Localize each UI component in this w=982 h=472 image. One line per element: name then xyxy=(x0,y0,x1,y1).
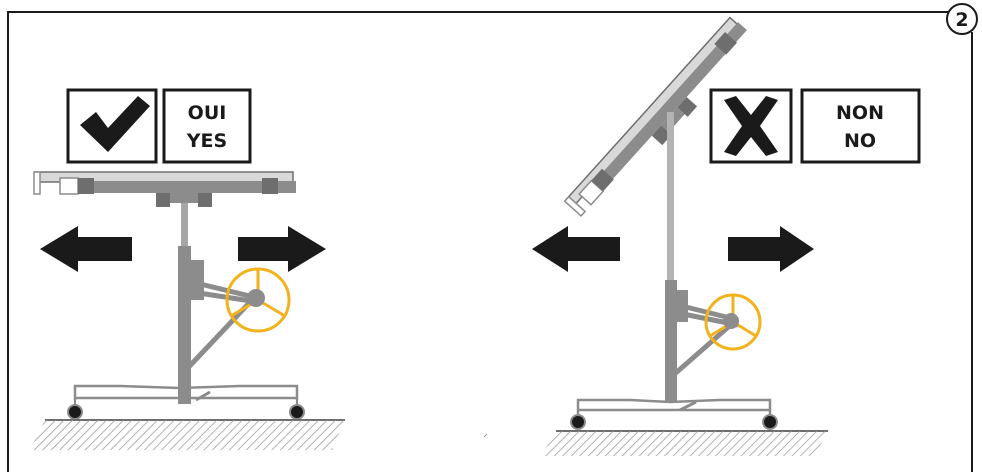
left-arrow-icon xyxy=(40,226,132,272)
outer-frame xyxy=(7,11,973,472)
right-base xyxy=(570,398,778,430)
left-arrow-icon xyxy=(532,226,620,272)
left-mast xyxy=(178,203,204,404)
left-winch-wheel xyxy=(225,267,291,333)
step-number: 2 xyxy=(955,9,968,31)
correct-label-box: OUI YES xyxy=(162,88,252,164)
right-arrow-icon xyxy=(238,226,326,272)
right-arrow-icon xyxy=(728,226,814,272)
cross-icon xyxy=(709,88,793,164)
stray-mark xyxy=(483,433,488,438)
left-base xyxy=(67,384,305,420)
right-winch-wheel xyxy=(704,293,762,351)
left-ground xyxy=(30,419,345,450)
incorrect-scene: NON NO xyxy=(532,16,921,456)
incorrect-label-en: NO xyxy=(844,130,876,152)
right-mast xyxy=(665,112,688,402)
correct-scene: OUI YES xyxy=(30,88,345,450)
incorrect-label-fr: NON xyxy=(836,102,884,124)
incorrect-label-box: NON NO xyxy=(800,88,921,164)
checkmark-icon xyxy=(66,88,158,164)
horizontal-panel xyxy=(33,171,296,207)
step-number-badge: 2 xyxy=(946,3,978,35)
correct-label-fr: OUI xyxy=(188,102,227,124)
right-ground xyxy=(541,430,828,456)
correct-label-en: YES xyxy=(186,130,227,152)
